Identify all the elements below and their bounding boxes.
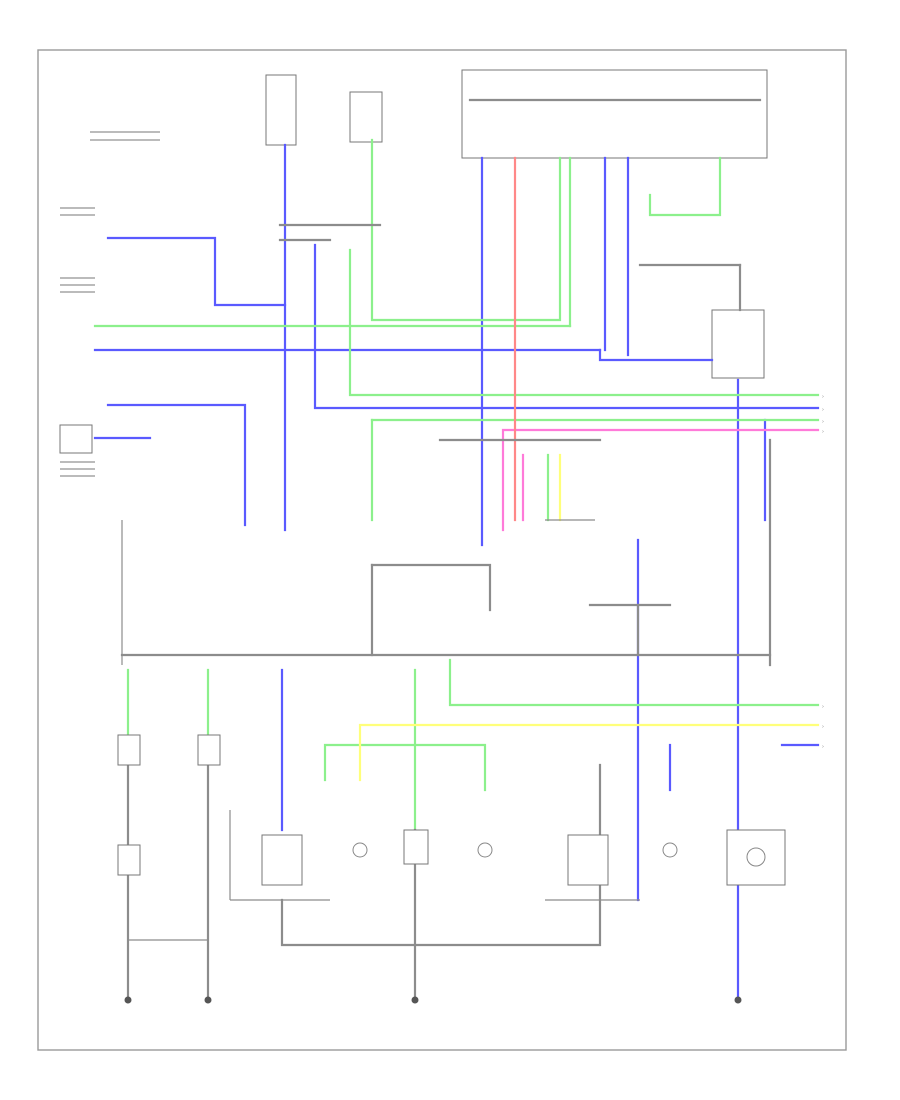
main-relay-box	[461, 69, 768, 159]
svg-text:›: ›	[822, 744, 824, 750]
ground-points	[124, 996, 742, 1004]
sensor-box-left	[265, 74, 297, 146]
pink-wires	[501, 156, 820, 532]
bulb-icon	[477, 842, 493, 858]
bulb-icon	[746, 847, 766, 867]
ground-icon	[124, 996, 132, 1004]
green-wires	[93, 138, 820, 832]
svg-text:›: ›	[822, 724, 824, 730]
svg-text:›: ›	[822, 419, 824, 425]
control-unit-right	[711, 309, 765, 379]
ground-icon	[734, 996, 742, 1004]
legend-marks	[60, 131, 160, 477]
license-plate-lamp	[726, 829, 786, 886]
blue-wires	[93, 143, 820, 1002]
fuse-box-top	[349, 91, 383, 143]
left-rear-combination-lamp	[261, 834, 303, 886]
top-components	[59, 69, 768, 454]
svg-text:›: ›	[822, 429, 824, 435]
ground-icon	[204, 996, 212, 1004]
switch-box-left	[59, 424, 93, 454]
bottom-components	[117, 734, 786, 886]
yellow-wires	[358, 453, 820, 782]
edge-connectors: › › › › › › ›	[822, 394, 824, 750]
bulb-icon	[352, 842, 368, 858]
lamp-left-b	[197, 734, 221, 766]
svg-text:›: ›	[822, 407, 824, 413]
diagram-frame	[37, 49, 847, 1051]
ground-icon	[411, 996, 419, 1004]
sensor-left-bottom	[117, 844, 141, 876]
black-wires	[120, 98, 772, 1002]
svg-text:›: ›	[822, 704, 824, 710]
lamp-left-a	[117, 734, 141, 766]
svg-text:›: ›	[822, 394, 824, 400]
right-rear-combination-lamp	[567, 834, 609, 886]
lamp-center	[403, 829, 429, 865]
bulb-icon	[662, 842, 678, 858]
